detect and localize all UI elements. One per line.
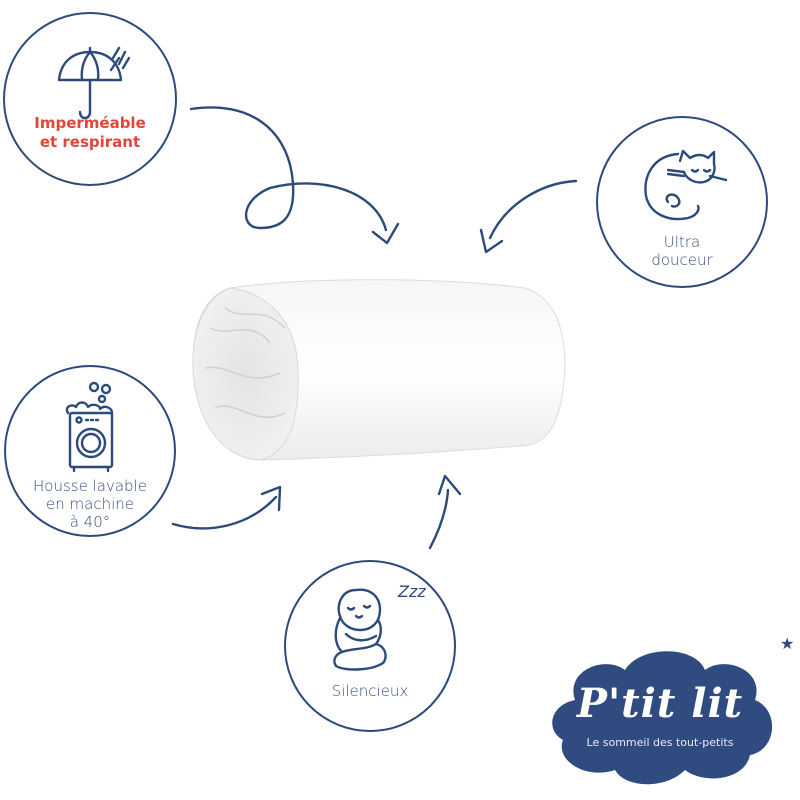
feature-silent: Zzz Silencieux [284, 560, 456, 732]
brand-tagline: Le sommeil des tout-petits [586, 736, 734, 749]
feature-washable: Housse lavable en machine à 40° [4, 365, 176, 537]
sleeping-sloth-icon [333, 588, 387, 671]
feature-softness: Ultra douceur [596, 116, 768, 288]
feature-label: Ultra [663, 233, 701, 251]
star-icon: ★ [780, 634, 795, 653]
zzz-text: Zzz [398, 582, 426, 601]
feature-label: à 40° [69, 513, 111, 531]
product-image [190, 268, 566, 463]
cloud-shape [552, 651, 773, 785]
washing-machine-icon [65, 381, 114, 473]
feature-label: en machine [46, 495, 134, 513]
umbrella-rain-icon [57, 46, 131, 120]
brand-logo: P'tit lit Le sommeil des tout-petits [545, 640, 775, 790]
feature-label: et respirant [39, 133, 141, 151]
feature-label: Housse lavable [33, 477, 147, 495]
sleeping-cat-icon [644, 149, 728, 221]
brand-name: P'tit lit [576, 680, 744, 727]
feature-label: Silencieux [331, 682, 409, 700]
feature-label: douceur [651, 251, 713, 269]
feature-label: Imperméable [34, 114, 146, 132]
feature-waterproof: Imperméable et respirant [3, 12, 177, 186]
